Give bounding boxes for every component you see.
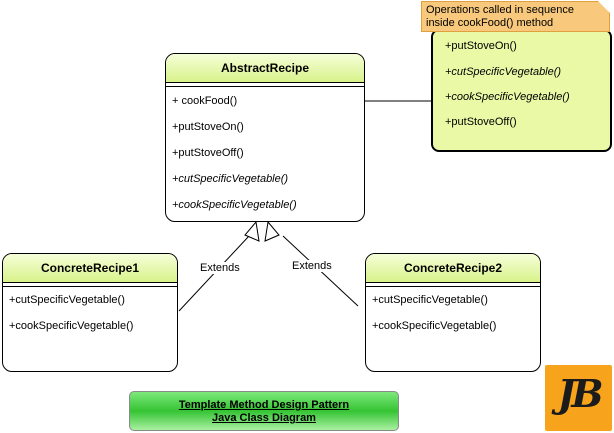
extends-label-right: Extends [291,260,333,272]
class-name: ConcreteRecipe2 [366,254,540,283]
operation-cut-specific-vegetable: +cutSpecificVegetable() [372,294,488,306]
note-folded-corner-icon [598,1,610,13]
extends-label-left: Extends [199,262,241,274]
sequence-note-label: Operations called in sequence inside coo… [421,1,610,32]
generalization-arrowhead-left [244,220,260,242]
attributes-compartment [166,83,364,87]
class-name: AbstractRecipe [166,54,364,83]
class-name: ConcreteRecipe1 [3,254,177,283]
note-label-line-2: inside cookFood() method [426,17,554,29]
operation-cook-specific-vegetable: +cookSpecificVegetable() [9,320,134,332]
operation-put-stove-on: +putStoveOn() [172,121,244,133]
abstract-recipe-class[interactable]: AbstractRecipe + cookFood() +putStoveOn(… [165,53,365,222]
diagram-title-box: Template Method Design Pattern Java Clas… [129,391,399,431]
note-label-line-1: Operations called in sequence [426,4,574,16]
operation-cook-food: + cookFood() [172,95,238,107]
note-operation-cut-specific-vegetable: +cutSpecificVegetable() [445,66,562,78]
note-operation-put-stove-off: +putStoveOff() [445,116,517,128]
logo-text: JB [557,371,603,416]
note-operation-cook-specific-vegetable: +cookSpecificVegetable() [445,91,570,103]
diagram-title-line-2: Java Class Diagram [212,412,316,424]
concrete-recipe-2-class[interactable]: ConcreteRecipe2 +cutSpecificVegetable() … [365,253,541,372]
operation-cook-specific-vegetable: +cookSpecificVegetable() [172,199,297,211]
note-operation-put-stove-on: +putStoveOn() [445,40,517,52]
diagram-title-line-1: Template Method Design Pattern [178,399,350,411]
attributes-compartment [366,283,540,287]
operation-put-stove-off: +putStoveOff() [172,147,244,159]
concrete-recipe-1-class[interactable]: ConcreteRecipe1 +cutSpecificVegetable() … [2,253,178,372]
operation-cut-specific-vegetable: +cutSpecificVegetable() [172,173,289,185]
generalization-arrowhead-right [264,220,280,242]
operation-cook-specific-vegetable: +cookSpecificVegetable() [372,320,497,332]
sequence-note-box[interactable]: +putStoveOn() +cutSpecificVegetable() +c… [431,29,612,152]
operation-cut-specific-vegetable: +cutSpecificVegetable() [9,294,125,306]
attributes-compartment [3,283,177,287]
jb-logo-icon: JB [545,365,612,431]
